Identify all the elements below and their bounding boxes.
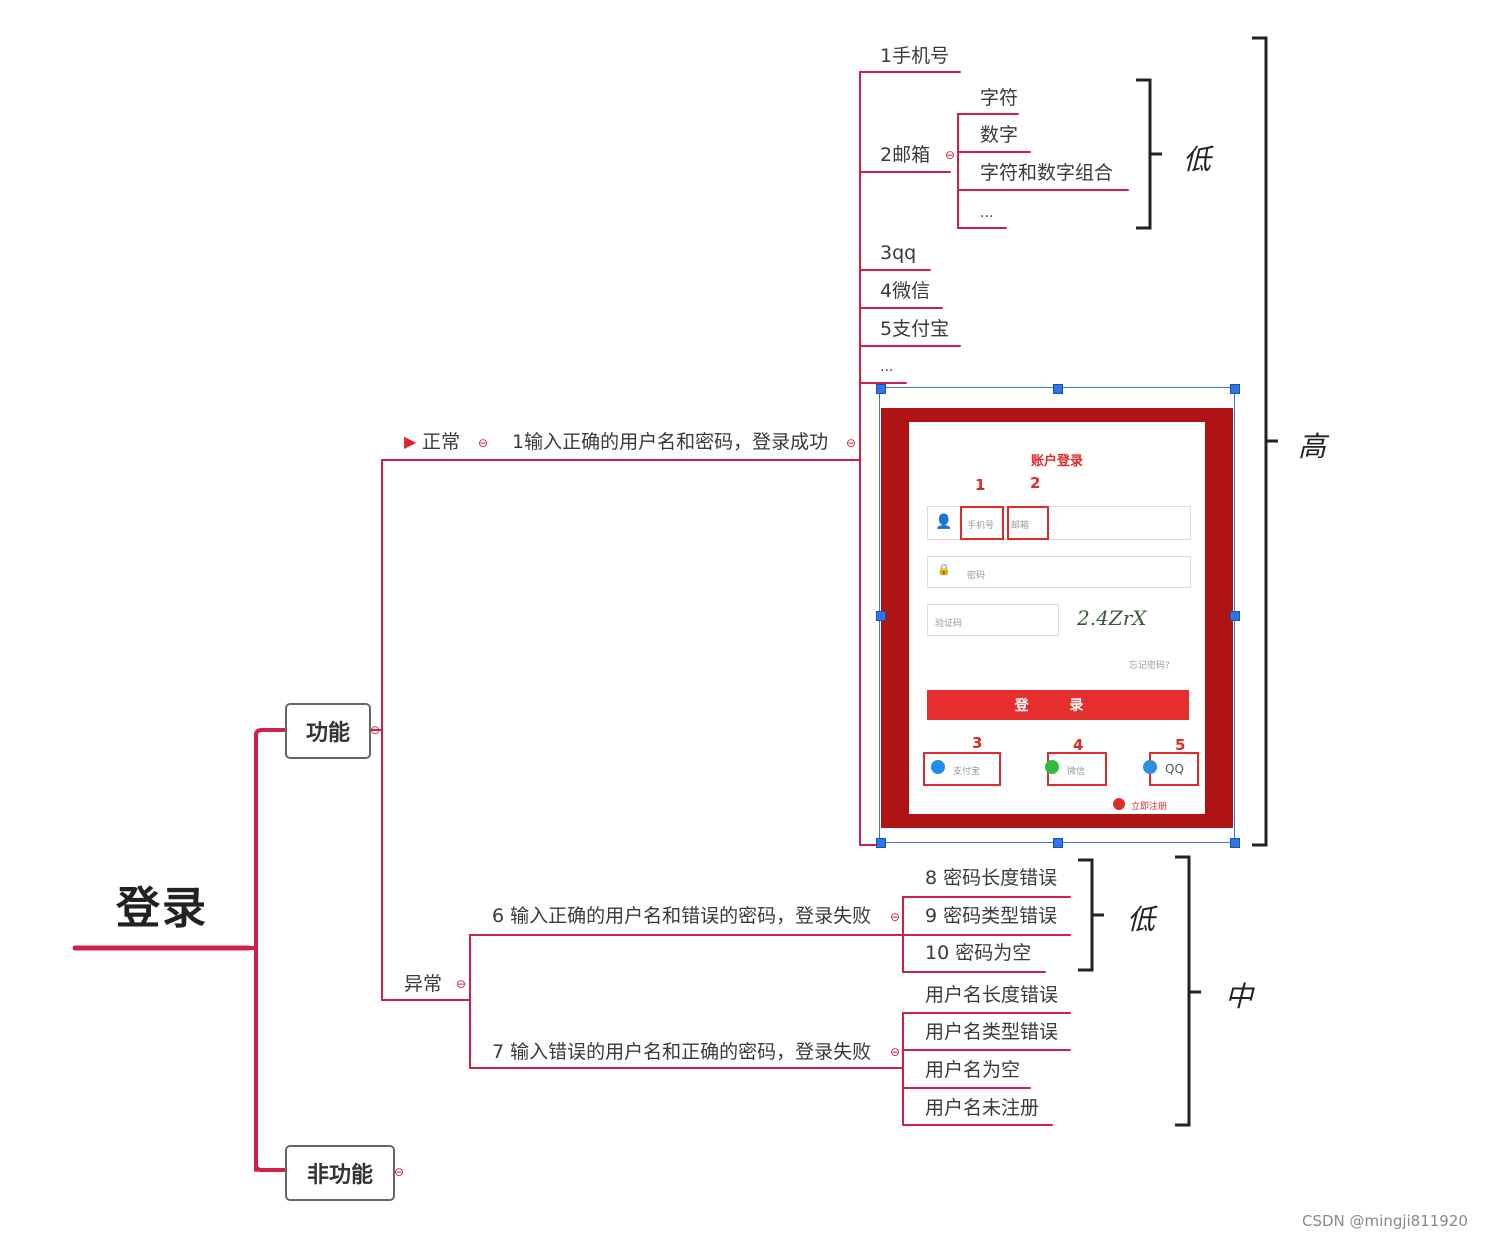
priority-medium: 中	[1225, 980, 1254, 1013]
resize-handle[interactable]	[1230, 384, 1240, 394]
password-field[interactable]	[927, 556, 1191, 588]
collapse-icon[interactable]: ⊖	[846, 436, 857, 450]
branch-functional	[254, 728, 287, 737]
login-screenshot[interactable]: 账户登录 1 2 👤 手机号 邮箱 🔒 密码 验证码 2.4ZrX 忘记密码? …	[881, 408, 1233, 828]
root-topic[interactable]: 登录	[116, 883, 208, 934]
alipay-icon	[931, 760, 945, 774]
root-trunk	[246, 733, 258, 1172]
case-9[interactable]: 9 密码类型错误	[925, 905, 1058, 927]
email-type-mixed[interactable]: 字符和数字组合	[980, 162, 1114, 184]
topic-normal[interactable]: 正常	[422, 431, 461, 453]
email-type-more[interactable]: ...	[980, 205, 994, 221]
username-placeholder-phone: 手机号	[967, 521, 995, 531]
wechat-icon	[1045, 760, 1059, 774]
password-placeholder: 密码	[967, 571, 986, 581]
lock-icon: 🔒	[937, 563, 951, 576]
topic-case-7[interactable]: 7 输入错误的用户名和正确的密码，登录失败	[492, 1041, 872, 1063]
watermark: CSDN @mingji811920	[1302, 1212, 1468, 1230]
email-type-chars[interactable]: 字符	[980, 87, 1019, 109]
register-icon	[1113, 798, 1125, 810]
username-field[interactable]	[927, 506, 1191, 540]
account-wechat[interactable]: 4微信	[880, 280, 931, 302]
register-link[interactable]: 立即注册	[1131, 802, 1168, 812]
marker-5: 5	[1175, 736, 1186, 754]
username-length-error[interactable]: 用户名长度错误	[925, 984, 1059, 1006]
username-empty[interactable]: 用户名为空	[925, 1059, 1021, 1081]
marker-3: 3	[972, 734, 983, 752]
topic-case-6[interactable]: 6 输入正确的用户名和错误的密码，登录失败	[492, 905, 872, 927]
resize-handle[interactable]	[1230, 611, 1240, 621]
case-8[interactable]: 8 密码长度错误	[925, 867, 1058, 889]
highlight-alipay	[923, 752, 1001, 786]
qq-label[interactable]: QQ	[1165, 762, 1184, 776]
login-title: 账户登录	[1030, 454, 1083, 469]
alipay-label[interactable]: 支付宝	[953, 767, 981, 777]
flag-icon: ▶	[404, 432, 417, 451]
marker-2: 2	[1030, 474, 1041, 492]
priority-low-top: 低	[1183, 143, 1212, 176]
resize-handle[interactable]	[1053, 838, 1063, 848]
collapse-icon[interactable]: ⊖	[890, 1045, 901, 1059]
highlight-phone	[960, 506, 1004, 540]
collapse-icon[interactable]: ⊖	[890, 910, 901, 924]
user-icon: 👤	[935, 514, 953, 530]
email-type-digits[interactable]: 数字	[980, 124, 1019, 146]
captcha-image[interactable]: 2.4ZrX	[1077, 606, 1147, 630]
account-phone[interactable]: 1手机号	[880, 45, 950, 67]
image-selection-frame	[879, 387, 1235, 843]
forgot-password-link[interactable]: 忘记密码?	[1129, 661, 1170, 671]
resize-handle[interactable]	[1230, 838, 1240, 848]
login-button[interactable]: 登 录	[927, 690, 1189, 720]
topic-functional[interactable]: 功能	[285, 703, 371, 759]
bracket-low-mid	[1078, 858, 1104, 972]
captcha-field[interactable]	[927, 604, 1059, 636]
case-10[interactable]: 10 密码为空	[925, 942, 1032, 964]
resize-handle[interactable]	[876, 384, 886, 394]
resize-handle[interactable]	[876, 611, 886, 621]
topic-abnormal[interactable]: 异常	[404, 973, 443, 995]
collapse-icon[interactable]: ⊖	[945, 148, 956, 162]
account-more[interactable]: ...	[880, 359, 894, 375]
functional-trunk	[369, 459, 383, 1001]
wechat-label[interactable]: 微信	[1067, 767, 1086, 777]
collapse-icon[interactable]: ⊖	[394, 1165, 405, 1179]
account-qq[interactable]: 3qq	[880, 242, 917, 264]
username-type-error[interactable]: 用户名类型错误	[925, 1021, 1059, 1043]
resize-handle[interactable]	[1053, 384, 1063, 394]
marker-1: 1	[975, 476, 986, 494]
collapse-icon[interactable]: ⊖	[478, 436, 489, 450]
collapse-icon[interactable]: ⊖	[456, 977, 467, 991]
bracket-low-top	[1136, 78, 1162, 230]
login-card: 账户登录 1 2 👤 手机号 邮箱 🔒 密码 验证码 2.4ZrX 忘记密码? …	[909, 422, 1205, 814]
resize-handle[interactable]	[876, 838, 886, 848]
account-alipay[interactable]: 5支付宝	[880, 318, 950, 340]
branch-nonfunctional	[254, 1163, 287, 1172]
priority-low-mid: 低	[1127, 903, 1156, 936]
topic-nonfunctional[interactable]: 非功能	[285, 1145, 395, 1201]
captcha-placeholder: 验证码	[935, 619, 963, 629]
username-placeholder-email: 邮箱	[1011, 521, 1030, 531]
account-email[interactable]: 2邮箱	[880, 144, 931, 166]
priority-high: 高	[1298, 430, 1327, 463]
qq-icon	[1143, 760, 1157, 774]
collapse-icon[interactable]: ⊖	[370, 723, 381, 737]
bracket-high	[1252, 36, 1278, 847]
bracket-medium	[1175, 855, 1201, 1127]
topic-case-1[interactable]: 1输入正确的用户名和密码，登录成功	[512, 431, 829, 453]
username-unregistered[interactable]: 用户名未注册	[925, 1097, 1040, 1119]
highlight-email	[1007, 506, 1049, 540]
marker-4: 4	[1073, 736, 1084, 754]
